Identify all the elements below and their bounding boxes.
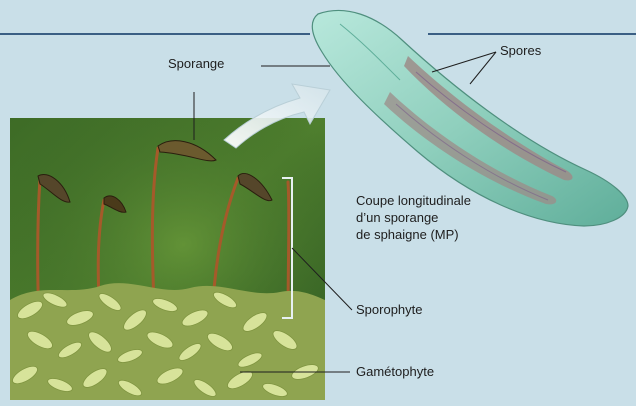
caption-line-1: Coupe longitudinale — [356, 192, 471, 209]
label-spores: Spores — [500, 43, 541, 59]
label-gametophyte: Gamétophyte — [356, 364, 434, 380]
label-sporange: Sporange — [168, 56, 224, 72]
caption-line-3: de sphaigne (MP) — [356, 226, 471, 243]
spores-leader-2 — [470, 52, 496, 84]
section-caption: Coupe longitudinale d’un sporange de sph… — [356, 192, 471, 243]
gametophyte-mat — [10, 283, 325, 400]
moss-photo — [10, 118, 325, 400]
caption-line-2: d’un sporange — [356, 209, 471, 226]
spores-leader-1 — [432, 52, 496, 72]
label-sporophyte: Sporophyte — [356, 302, 423, 318]
